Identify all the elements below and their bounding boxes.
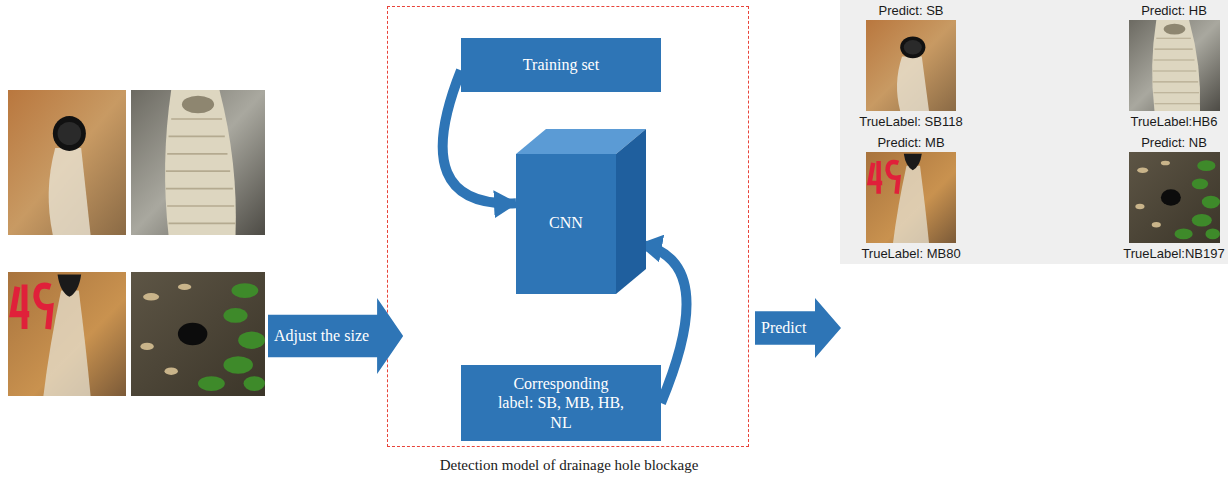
cnn-cube: CNN bbox=[516, 129, 646, 294]
node-label: Training set bbox=[511, 51, 611, 78]
block-arrow: Predict bbox=[755, 298, 841, 358]
prediction-label: Predict: SB bbox=[836, 3, 986, 19]
prediction-label: Predict: HB bbox=[1099, 3, 1228, 19]
true-label: TrueLabel:HB6 bbox=[1099, 114, 1228, 130]
prediction-label: Predict: NB bbox=[1099, 135, 1228, 151]
node-label: Predict bbox=[761, 318, 806, 337]
true-label: TrueLabel:NB197 bbox=[1099, 246, 1228, 262]
true-label: TrueLabel: MB80 bbox=[836, 246, 986, 262]
process-box: Training set bbox=[461, 38, 661, 92]
dashed-region: Detection model of drainage hole blockag… bbox=[387, 6, 749, 447]
prediction-label: Predict: MB bbox=[836, 135, 986, 151]
cube-shape bbox=[516, 129, 646, 294]
true-label: TrueLabel: SB118 bbox=[836, 114, 986, 130]
node-label: Adjust the size bbox=[274, 326, 369, 345]
process-box: Corresponding label: SB, MB, HB, NL bbox=[461, 365, 661, 441]
node-label: CNN bbox=[516, 213, 616, 232]
block-arrow: Adjust the size bbox=[268, 298, 403, 374]
node-label: Corresponding label: SB, MB, HB, NL bbox=[484, 370, 638, 436]
region-caption: Detection model of drainage hole blockag… bbox=[348, 456, 790, 474]
